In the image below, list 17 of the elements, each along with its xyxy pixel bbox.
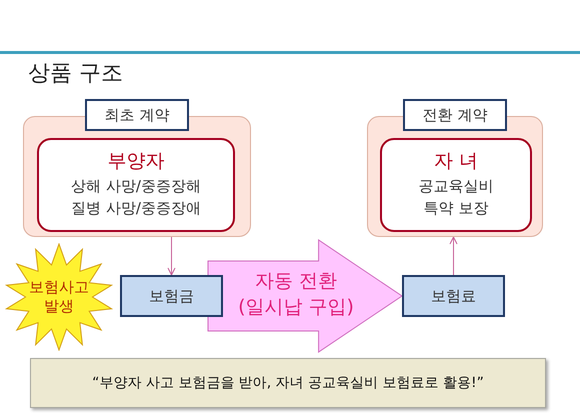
amount-box: 보험료 [402,275,505,317]
insured-heading: 자 녀 [434,150,478,174]
coverage-text: 공교육실비 [418,176,494,198]
slide-title: 상품 구조 [28,60,123,88]
coverage-text: 특약 보장 [424,198,488,219]
contract-label: 최초 계약 [85,99,189,131]
amount-box: 보험금 [120,275,223,317]
conversion-text: 자동 전환 (일시납 구입) [237,269,355,320]
quote-box: “부양자 사고 보험금을 받아, 자녀 공교육실비 보험료로 활용!” [30,358,546,408]
event-text: 보험사고 발생 [28,278,90,316]
insured-heading: 부양자 [108,150,164,174]
contract-label: 전환 계약 [403,99,507,131]
coverage-text: 질병 사망/중증장애 [71,198,201,219]
coverage-text: 상해 사망/중증장해 [71,176,201,198]
block-arrow [208,239,403,353]
arrow [450,236,458,276]
arrow [168,236,176,276]
